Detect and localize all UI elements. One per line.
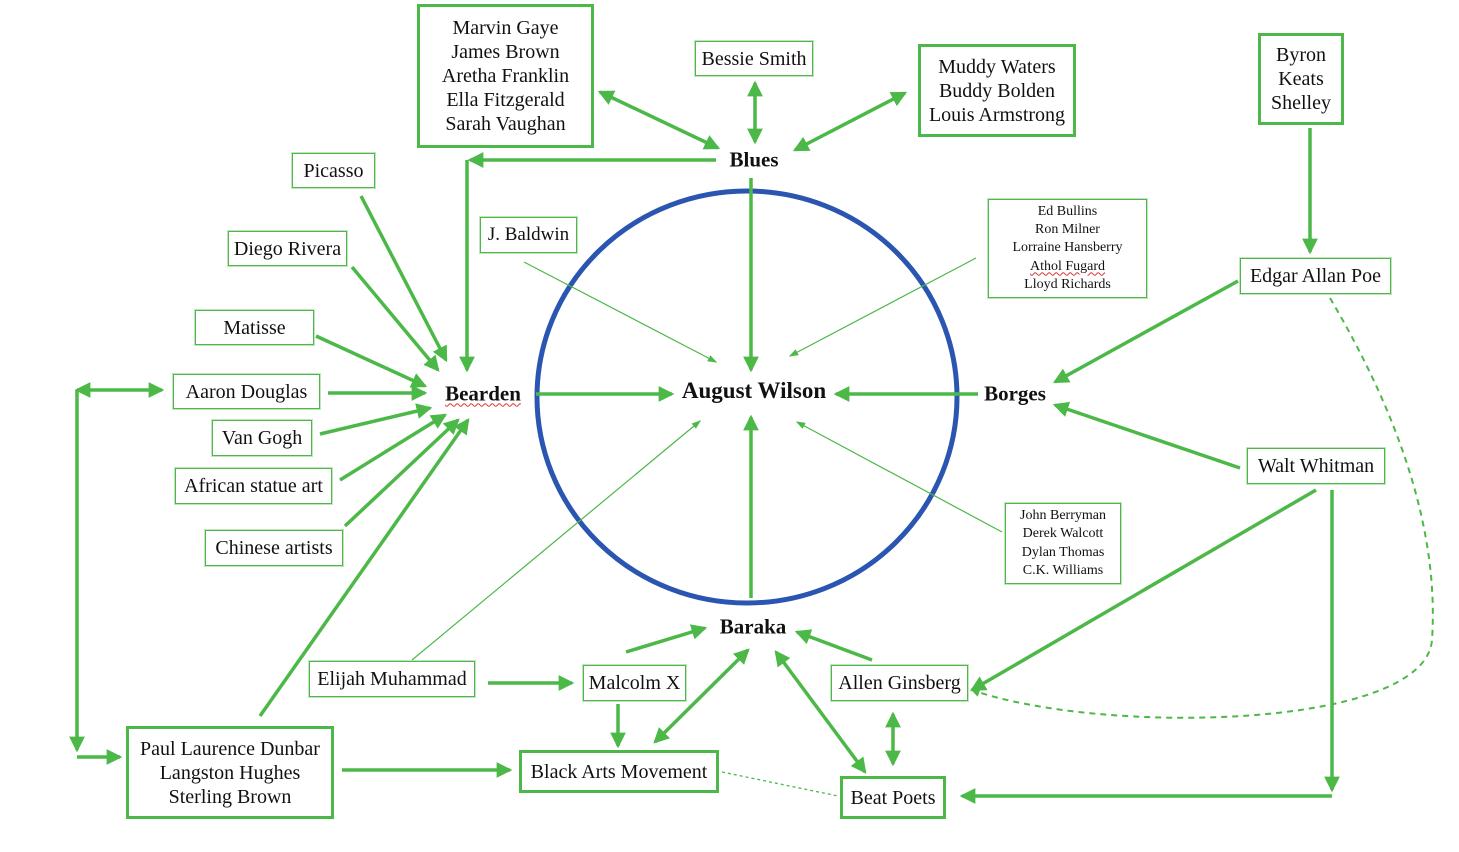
allen-ginsberg-label: Allen Ginsberg bbox=[838, 672, 961, 694]
aaron-douglas-label: Aaron Douglas bbox=[185, 380, 308, 403]
arrow-baldwin-wilson bbox=[523, 261, 718, 363]
elijah-muhammad-label: Elijah Muhammad bbox=[317, 668, 467, 690]
singer-name: Marvin Gaye bbox=[452, 17, 559, 39]
african-statue-art-box: African statue art bbox=[175, 468, 332, 504]
edgar-allan-poe-box: Edgar Allan Poe bbox=[1240, 258, 1391, 294]
soul-singers-box: Marvin Gaye James Brown Aretha Franklin … bbox=[417, 4, 594, 148]
chinese-artists-label: Chinese artists bbox=[215, 537, 333, 559]
singer-name: Aretha Franklin bbox=[441, 65, 570, 87]
august-wilson-circle bbox=[534, 188, 960, 606]
poet-name: C.K. Williams bbox=[1022, 562, 1104, 578]
romantic-poets-box: Byron Keats Shelley bbox=[1258, 33, 1344, 125]
arrow-chinese-bearden bbox=[343, 418, 460, 528]
poet-name: Sterling Brown bbox=[168, 785, 292, 808]
diego-rivera-box: Diego Rivera bbox=[228, 231, 347, 266]
chinese-artists-box: Chinese artists bbox=[205, 530, 343, 566]
arrow-playwrights-wilson bbox=[788, 257, 977, 357]
jazz-musicians-box: Muddy Waters Buddy Bolden Louis Armstron… bbox=[918, 44, 1076, 137]
playwrights-box: Ed Bullins Ron Milner Lorraine Hansberry… bbox=[988, 199, 1147, 298]
hub-bearden: Bearden bbox=[445, 381, 521, 406]
playwright-name: Lorraine Hansberry bbox=[1012, 240, 1123, 256]
playwright-name: Athol Fugard bbox=[1029, 258, 1106, 274]
matisse-box: Matisse bbox=[195, 310, 314, 345]
walt-whitman-label: Walt Whitman bbox=[1257, 455, 1375, 477]
arrow-whitman-ginsberg bbox=[969, 488, 1317, 692]
arrow-vangogh-bearden bbox=[319, 403, 433, 436]
poet-name: Byron bbox=[1276, 44, 1326, 66]
j-baldwin-label: J. Baldwin bbox=[487, 223, 570, 245]
black-arts-movement-box: Black Arts Movement bbox=[519, 750, 719, 793]
arrow-matisse-bearden bbox=[315, 334, 428, 388]
malcolm-x-box: Malcolm X bbox=[583, 665, 686, 701]
singer-name: James Brown bbox=[451, 41, 560, 63]
arrow-picasso-bearden bbox=[359, 195, 448, 363]
playwright-name: Ron Milner bbox=[1035, 222, 1100, 238]
bessie-smith-box: Bessie Smith bbox=[695, 41, 813, 76]
link-bam-beat bbox=[721, 771, 839, 797]
playwright-name: Lloyd Richards bbox=[1024, 276, 1111, 292]
diego-rivera-label: Diego Rivera bbox=[233, 237, 342, 260]
matisse-label: Matisse bbox=[223, 316, 286, 339]
arrow-beat-baraka bbox=[774, 650, 867, 774]
hub-blues: Blues bbox=[729, 147, 779, 172]
poet-name: Langston Hughes bbox=[159, 761, 301, 784]
arrow-poe-borges bbox=[1052, 279, 1239, 384]
bessie-smith-label: Bessie Smith bbox=[701, 47, 807, 70]
arrow-whitman-borges bbox=[1052, 401, 1241, 470]
poet-name: Derek Walcott bbox=[1022, 526, 1104, 542]
arrow-dunbar-bearden bbox=[258, 418, 470, 718]
african-statue-art-label: African statue art bbox=[184, 475, 323, 497]
musician-name: Louis Armstrong bbox=[928, 103, 1066, 126]
arrow-poets-wilson bbox=[795, 421, 1003, 533]
arrow-singers-blues bbox=[597, 90, 721, 150]
hub-borges: Borges bbox=[984, 381, 1046, 406]
poets-box: John Berryman Derek Walcott Dylan Thomas… bbox=[1005, 503, 1121, 584]
malcolm-x-label: Malcolm X bbox=[588, 672, 681, 694]
picasso-label: Picasso bbox=[303, 159, 364, 182]
poet-name: Dylan Thomas bbox=[1021, 544, 1105, 560]
arrow-african-bearden bbox=[339, 413, 448, 482]
poet-name: John Berryman bbox=[1020, 508, 1106, 524]
singer-name: Sarah Vaughan bbox=[445, 113, 566, 135]
arrow-bam-baraka bbox=[653, 648, 750, 744]
picasso-box: Picasso bbox=[292, 153, 375, 188]
van-gogh-label: Van Gogh bbox=[221, 427, 303, 449]
arrow-diego-bearden bbox=[350, 265, 440, 372]
hub-baraka: Baraka bbox=[719, 614, 787, 639]
black-arts-movement-label: Black Arts Movement bbox=[530, 760, 708, 783]
aaron-douglas-box: Aaron Douglas bbox=[173, 374, 320, 409]
poet-name: Shelley bbox=[1271, 92, 1331, 114]
dashed-link-poe-ginsberg bbox=[970, 297, 1434, 719]
musician-name: Muddy Waters bbox=[938, 55, 1056, 78]
harlem-poets-box: Paul Laurence Dunbar Langston Hughes Ste… bbox=[126, 726, 334, 819]
edgar-allan-poe-label: Edgar Allan Poe bbox=[1249, 265, 1382, 287]
beat-poets-box: Beat Poets bbox=[840, 776, 946, 819]
musician-name: Buddy Bolden bbox=[938, 79, 1056, 102]
playwright-name: Ed Bullins bbox=[1037, 204, 1098, 220]
walt-whitman-box: Walt Whitman bbox=[1247, 448, 1385, 484]
arrow-jazz-blues bbox=[792, 91, 908, 152]
van-gogh-box: Van Gogh bbox=[212, 420, 312, 456]
poet-name: Keats bbox=[1278, 68, 1324, 90]
arrow-ginsberg-baraka bbox=[794, 629, 873, 662]
hub-august-wilson: August Wilson bbox=[681, 378, 827, 403]
elijah-muhammad-box: Elijah Muhammad bbox=[309, 661, 475, 697]
beat-poets-label: Beat Poets bbox=[850, 786, 936, 809]
poet-name: Paul Laurence Dunbar bbox=[140, 737, 320, 760]
arrow-malcolm-baraka bbox=[625, 624, 708, 654]
arrow-elijah-wilson bbox=[411, 420, 702, 661]
j-baldwin-box: J. Baldwin bbox=[480, 217, 577, 253]
allen-ginsberg-box: Allen Ginsberg bbox=[831, 665, 968, 701]
singer-name: Ella Fitzgerald bbox=[446, 89, 565, 111]
